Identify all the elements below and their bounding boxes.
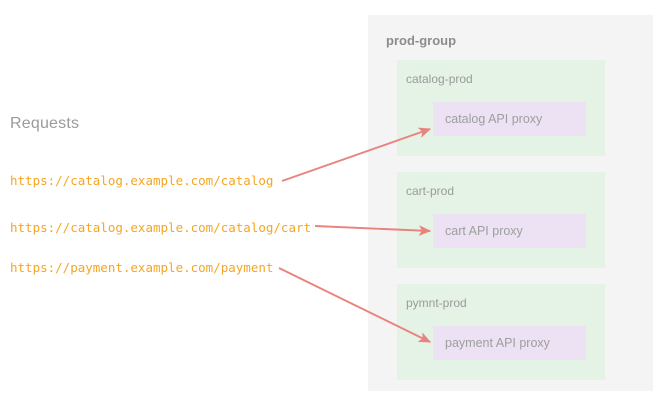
proxy-label-payment-api-proxy: payment API proxy — [445, 336, 550, 350]
prod-group-title: prod-group — [386, 33, 457, 48]
request-url-payment: https://payment.example.com/payment — [10, 260, 274, 275]
prod-group-panel: prod-group catalog-prod catalog API prox… — [368, 15, 653, 391]
environment-label-catalog-prod: catalog-prod — [406, 72, 473, 86]
environment-cart-prod: cart-prod cart API proxy — [397, 172, 605, 268]
proxy-box-cart-api-proxy: cart API proxy — [433, 214, 586, 248]
proxy-label-catalog-api-proxy: catalog API proxy — [445, 112, 543, 126]
environment-pymnt-prod: pymnt-prod payment API proxy — [397, 284, 605, 380]
proxy-box-catalog-api-proxy: catalog API proxy — [433, 102, 586, 136]
proxy-box-payment-api-proxy: payment API proxy — [433, 326, 586, 360]
request-url-catalog-cart: https://catalog.example.com/catalog/cart — [10, 220, 312, 235]
environment-label-pymnt-prod: pymnt-prod — [406, 296, 467, 310]
environment-label-cart-prod: cart-prod — [406, 184, 455, 198]
proxy-label-cart-api-proxy: cart API proxy — [445, 224, 523, 238]
environment-catalog-prod: catalog-prod catalog API proxy — [397, 60, 605, 156]
request-url-catalog: https://catalog.example.com/catalog — [10, 173, 274, 188]
requests-section-title: Requests — [10, 115, 80, 132]
